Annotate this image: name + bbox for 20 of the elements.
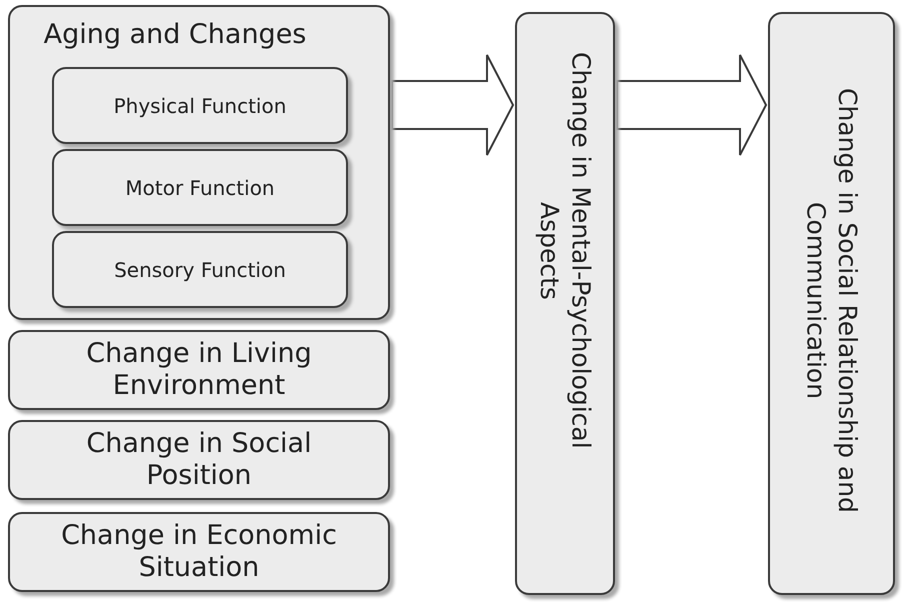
process-box <box>52 231 348 308</box>
process-box <box>52 149 348 226</box>
box-label: Aging and Changes <box>42 19 308 52</box>
box-label: Motor Function <box>125 176 275 200</box>
box-label: Change in Economic Situation <box>60 520 338 584</box>
block-arrow <box>391 54 514 156</box>
box-label: Change in Social Relationship and Communication <box>800 87 863 515</box>
process-box <box>8 330 390 410</box>
process-box <box>515 12 615 595</box>
box-label: Physical Function <box>114 94 286 118</box>
box-label: Sensory Function <box>114 258 286 282</box>
group-box <box>8 5 390 320</box>
process-box <box>8 512 390 592</box>
box-label: Change in Living Environment <box>85 338 313 402</box>
process-box <box>8 420 390 500</box>
box-label: Change in Mental-Psychological Aspects <box>534 51 596 451</box>
process-box <box>768 12 895 595</box>
process-box <box>52 67 348 144</box>
block-arrow <box>616 54 768 156</box>
box-label: Change in Social Position <box>85 428 313 492</box>
